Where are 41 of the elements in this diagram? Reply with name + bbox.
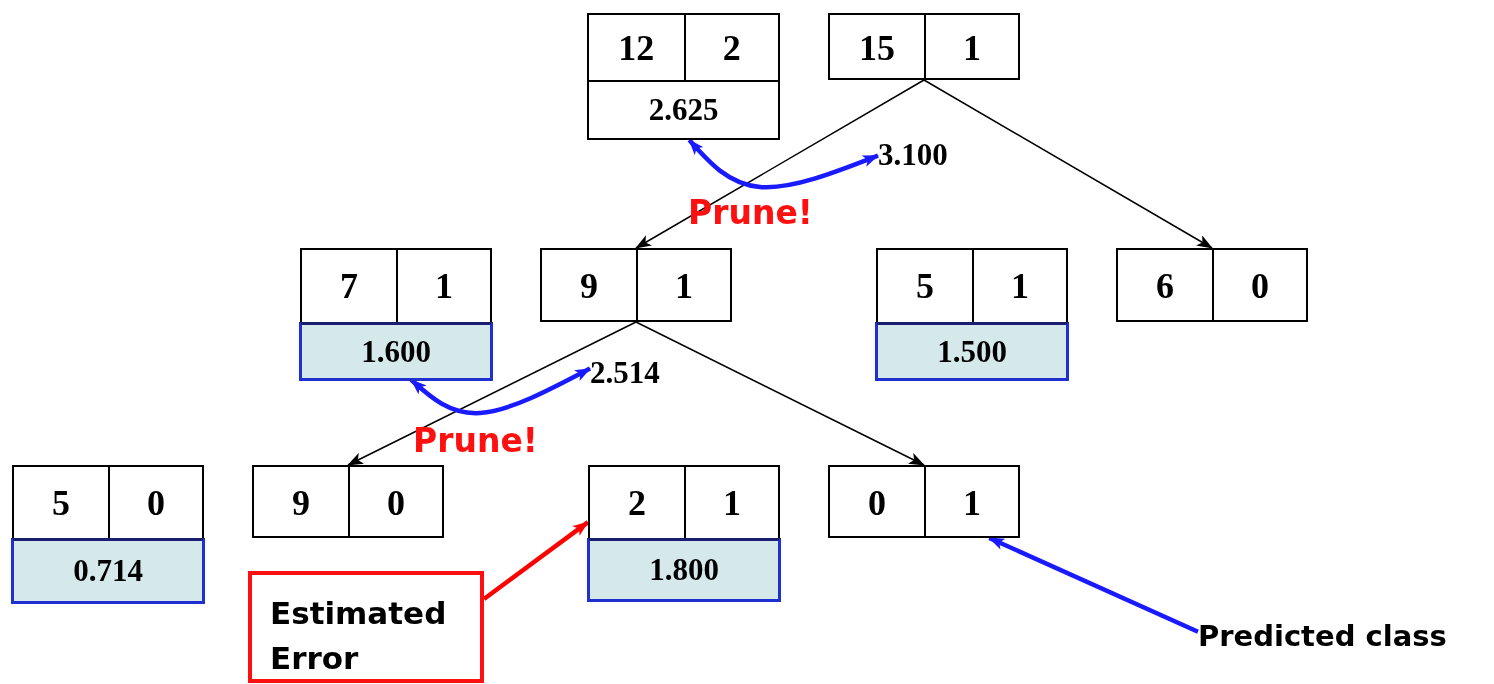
- pointer-arrow: [687, 138, 879, 190]
- callout-box: Estimated Error: [248, 571, 484, 683]
- error-estimate: 1.600: [299, 322, 493, 381]
- annotation-text: Predicted class: [1198, 615, 1484, 657]
- error-value: 3.100: [878, 137, 970, 171]
- tree-node-table: [587, 13, 780, 140]
- tree-node-table: [828, 13, 1020, 80]
- prune-label: Prune!: [413, 424, 538, 457]
- class-count: 12: [617, 26, 656, 70]
- class-count: 9: [291, 481, 311, 525]
- tree-node-table: [588, 465, 780, 601]
- class-count: 15: [858, 26, 896, 70]
- class-count: 7: [339, 265, 359, 308]
- error-estimate: 1.500: [875, 322, 1069, 381]
- class-count: 5: [51, 481, 71, 525]
- class-count: 9: [579, 265, 599, 308]
- tree-branch-arrow: [923, 79, 1213, 249]
- prune-label: Prune!: [688, 196, 813, 229]
- tree-node-table: [252, 465, 444, 538]
- class-count: 6: [1155, 265, 1175, 308]
- tree-node-table: [876, 248, 1068, 380]
- error-estimate: 1.800: [587, 538, 781, 602]
- tree-node-table: [300, 248, 492, 380]
- class-count: 0: [1212, 250, 1306, 322]
- error-estimate: 0.714: [11, 538, 205, 604]
- error-value: 2.514: [590, 355, 682, 389]
- tree-branch-arrow: [635, 79, 925, 249]
- class-count: 1: [924, 467, 1018, 538]
- class-count: 1: [924, 15, 1018, 80]
- tree-node-table: [1116, 248, 1308, 322]
- tree-node-table: [828, 465, 1020, 538]
- class-count: 1: [636, 250, 730, 322]
- class-count: 2: [627, 481, 647, 525]
- tree-node-table: [12, 465, 204, 603]
- class-count: 0: [348, 467, 442, 538]
- tree-branch-arrow: [635, 321, 925, 466]
- tree-branch-arrow: [347, 321, 637, 466]
- tree-node-table: [540, 248, 732, 322]
- pointer-arrow: [409, 366, 592, 416]
- class-count: 0: [867, 481, 887, 525]
- class-count: 5: [915, 265, 935, 308]
